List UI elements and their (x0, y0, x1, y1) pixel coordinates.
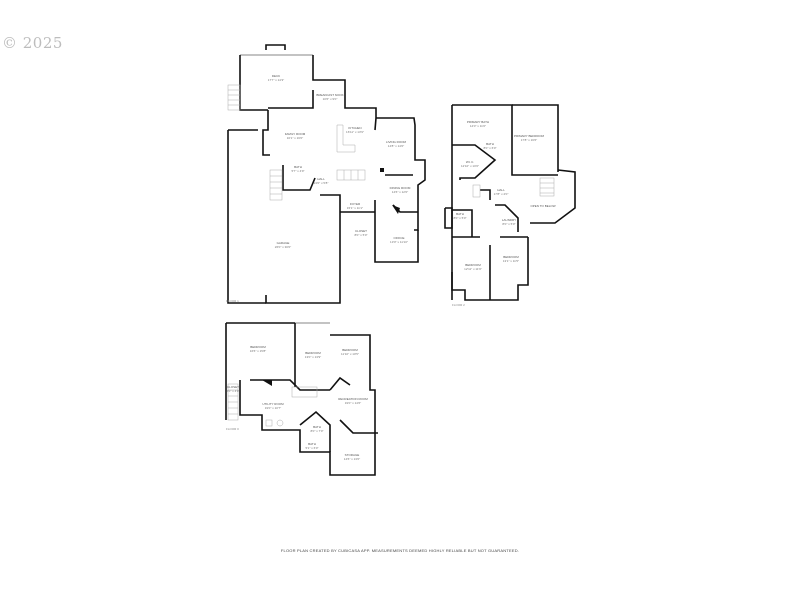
floor-1-walls (227, 44, 426, 304)
copyright-watermark: © 2025 (2, 34, 63, 52)
floor-2-walls (444, 104, 576, 301)
floor-tag-1: FLOOR 1 (226, 299, 239, 303)
room-open-to-below: OPEN TO BELOW (530, 204, 556, 208)
floor-tag-0: FLOOR 0 (226, 427, 239, 431)
room-wic: W.I.C.12'10" x 10'0" (460, 160, 480, 168)
floor-plan-disclaimer: FLOOR PLAN CREATED BY CUBICASA APP. MEAS… (280, 548, 520, 553)
floor-tag-2: FLOOR 2 (452, 303, 465, 307)
